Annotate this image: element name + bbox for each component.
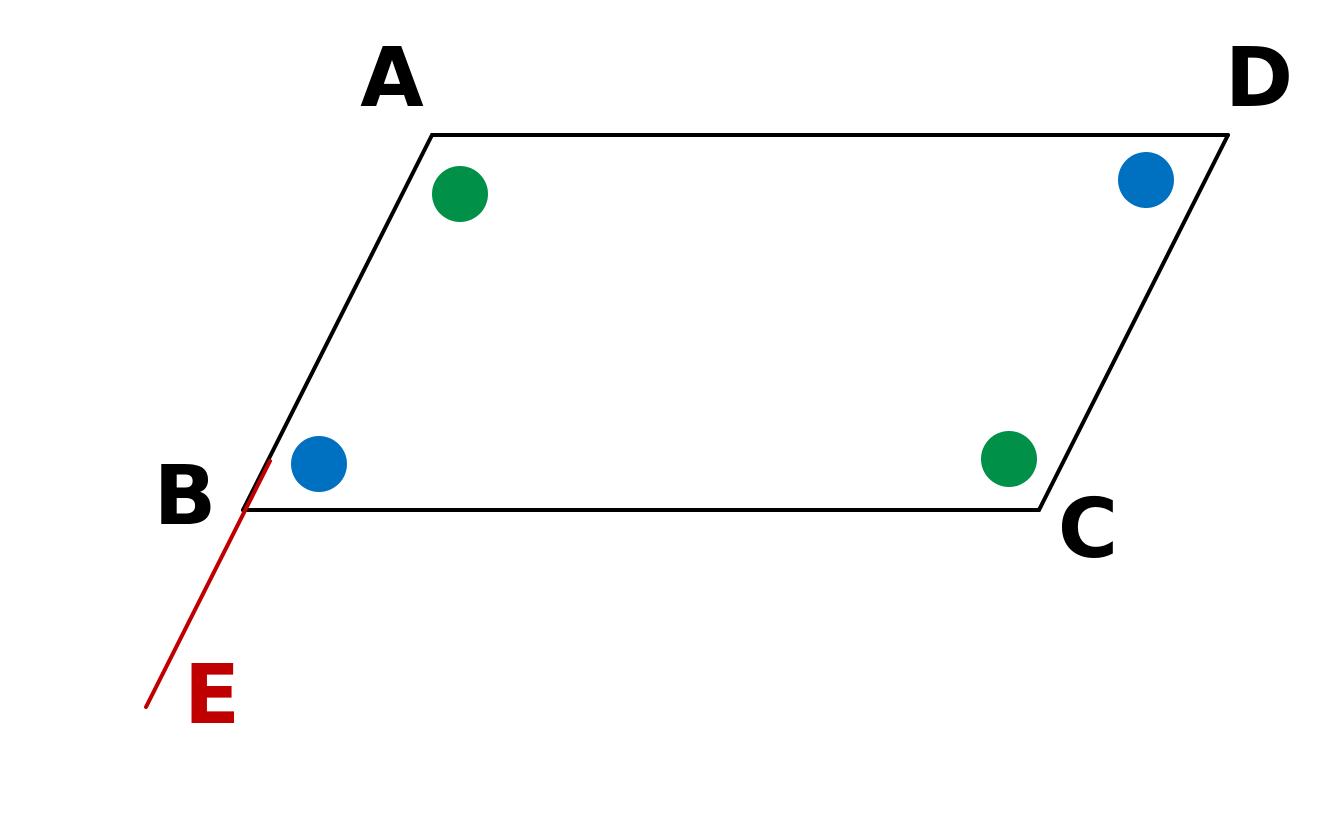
vertex-label-c: C	[1058, 482, 1118, 577]
angle-marker-d	[1118, 152, 1174, 208]
extension-line-be	[144, 459, 272, 709]
point-label-e: E	[184, 648, 240, 743]
angle-marker-b	[291, 436, 347, 492]
side-ba	[241, 133, 434, 512]
angle-marker-c	[981, 431, 1037, 487]
vertex-label-a: A	[360, 31, 424, 126]
vertex-label-b: B	[154, 449, 217, 544]
vertex-label-d: D	[1225, 31, 1293, 126]
side-dc	[1037, 133, 1230, 512]
angle-marker-a	[432, 166, 488, 222]
